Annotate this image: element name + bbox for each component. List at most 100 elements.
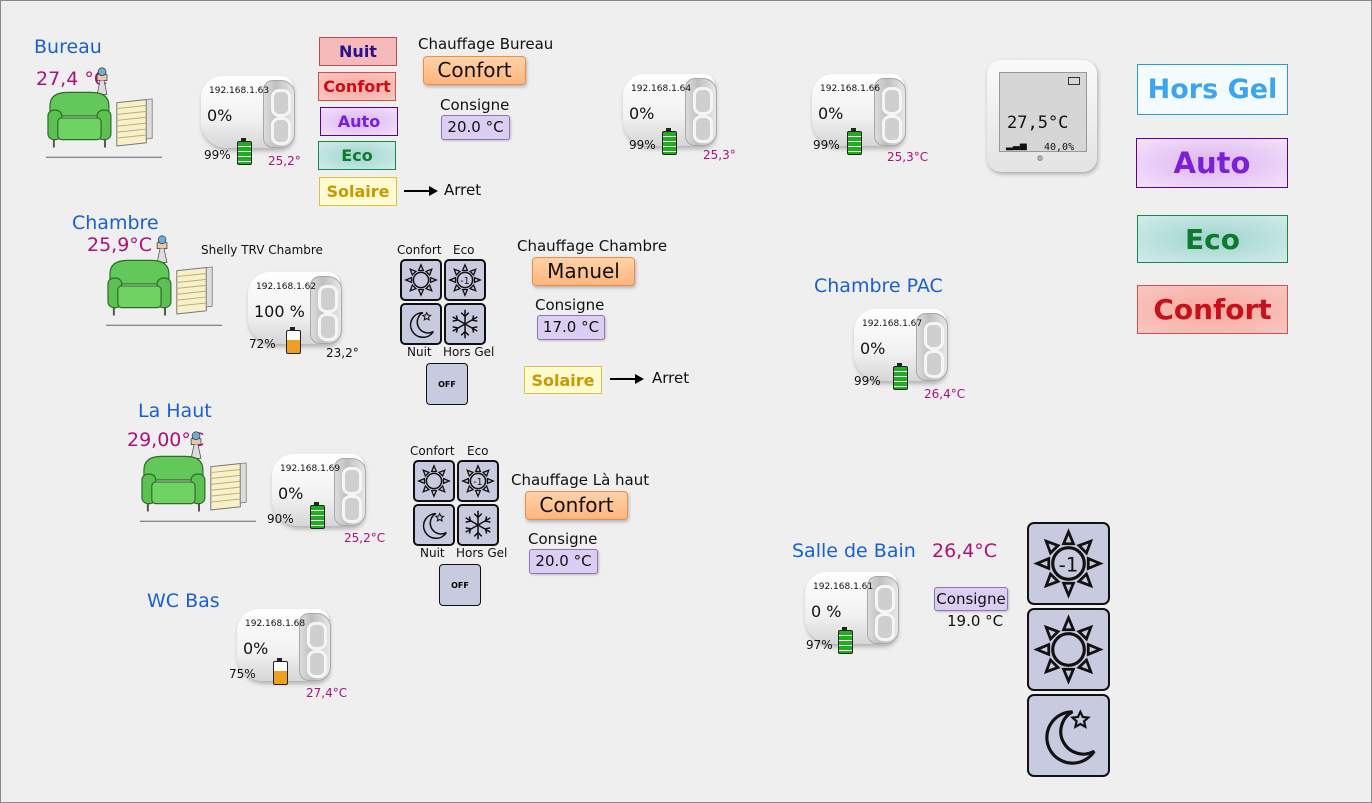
eco-sun-minus-one-button[interactable] bbox=[444, 259, 486, 301]
device-name: Shelly TRV Chambre bbox=[201, 243, 323, 257]
battery-icon bbox=[273, 658, 288, 685]
trv-valve-percent: 0% bbox=[629, 104, 655, 123]
snowflake-icon bbox=[446, 305, 484, 343]
trv-temperature: 25,2°C bbox=[344, 531, 386, 545]
trv-ip: 192.168.1.67 bbox=[862, 319, 923, 329]
mode-auto-button[interactable]: Auto bbox=[320, 107, 398, 136]
consigne-value-bureau[interactable]: 20.0 °C bbox=[441, 115, 510, 140]
trv-66[interactable]: 192.168.1.66 0% bbox=[808, 70, 908, 152]
confort-sun-button[interactable] bbox=[1027, 608, 1110, 691]
nuit-moon-button[interactable] bbox=[400, 303, 442, 345]
heating-mode-bureau[interactable]: Confort bbox=[423, 56, 526, 85]
trv-chambre-pac[interactable]: 192.168.1.67 0% bbox=[850, 305, 950, 387]
trv-temperature: 23,2° bbox=[326, 346, 359, 360]
trv-ip: 192.168.1.66 bbox=[820, 84, 881, 94]
battery-icon bbox=[847, 128, 862, 155]
icon-label-confort: Confort bbox=[410, 444, 455, 458]
consigne-value-chambre[interactable]: 17.0 °C bbox=[537, 315, 605, 340]
mode-confort-button[interactable]: Confort bbox=[318, 72, 396, 101]
trv-ip: 192.168.1.63 bbox=[209, 86, 270, 96]
battery-icon bbox=[893, 363, 908, 390]
trv-temperature: 25,3°C bbox=[887, 150, 929, 164]
trv-valve-percent: 0% bbox=[243, 639, 269, 658]
trv-bureau[interactable]: 192.168.1.63 0% bbox=[197, 72, 297, 154]
battery-percent: 75% bbox=[229, 667, 256, 681]
mode-solaire-button[interactable]: Solaire bbox=[319, 177, 397, 206]
signal-icon: ▂▃▅ bbox=[1006, 141, 1027, 151]
battery-icon bbox=[286, 327, 301, 354]
icon-label-nuit: Nuit bbox=[420, 546, 445, 560]
trv-valve-percent: 0% bbox=[818, 104, 844, 123]
battery-percent: 99% bbox=[204, 148, 231, 162]
moon-icon bbox=[402, 305, 440, 343]
bureau-temperature: 27,4 °C bbox=[36, 68, 108, 90]
nuit-moon-button[interactable] bbox=[1027, 694, 1110, 777]
trv-ip: 192.168.1.62 bbox=[256, 282, 317, 292]
icon-label-hors-gel: Hors Gel bbox=[443, 345, 495, 359]
mode-hors-gel-button[interactable]: Hors Gel bbox=[1137, 64, 1288, 115]
chambre-temperature: 25,9°C bbox=[87, 234, 153, 256]
heating-mode-chambre[interactable]: Manuel bbox=[532, 257, 635, 286]
mode-auto-button[interactable]: Auto bbox=[1136, 138, 1288, 188]
snowflake-icon bbox=[459, 506, 497, 544]
room-title-chambre: Chambre bbox=[72, 212, 159, 234]
nuit-moon-button[interactable] bbox=[413, 504, 455, 546]
sun-icon bbox=[1029, 610, 1108, 689]
consigne-button-salle-de-bain[interactable]: Consigne bbox=[934, 587, 1008, 611]
heating-mode-la-haut[interactable]: Confort bbox=[525, 491, 628, 520]
icon-label-eco: Eco bbox=[467, 444, 489, 458]
heating-label-la-haut: Chauffage Là haut bbox=[511, 471, 650, 489]
room-title-chambre-pac: Chambre PAC bbox=[814, 275, 943, 297]
icon-label-hors-gel: Hors Gel bbox=[456, 546, 508, 560]
arrow-right-icon bbox=[404, 186, 438, 196]
bureau-armchair-radiator-illustration bbox=[46, 66, 164, 166]
trv-temperature: 27,4°C bbox=[306, 686, 348, 700]
battery-icon bbox=[662, 128, 677, 155]
sensor-temperature: 27,5°C bbox=[1007, 113, 1069, 133]
hors-gel-snowflake-button[interactable] bbox=[444, 303, 486, 345]
heating-label-bureau: Chauffage Bureau bbox=[418, 35, 554, 53]
trv-valve-percent: 0% bbox=[207, 106, 233, 125]
trv-temperature: 25,2° bbox=[268, 154, 301, 168]
battery-icon bbox=[1068, 77, 1080, 85]
salle-de-bain-temperature: 26,4°C bbox=[932, 540, 998, 562]
icon-label-confort: Confort bbox=[397, 243, 442, 257]
consigne-label: Consigne bbox=[535, 296, 605, 314]
confort-sun-button[interactable] bbox=[413, 460, 455, 502]
battery-percent: 90% bbox=[267, 512, 294, 526]
trv-wc-bas[interactable]: 192.168.1.68 0% bbox=[233, 605, 333, 687]
trv-valve-percent: 0 % bbox=[811, 602, 842, 621]
battery-icon bbox=[838, 627, 853, 654]
hors-gel-snowflake-button[interactable] bbox=[457, 504, 499, 546]
mode-nuit-button[interactable]: Nuit bbox=[319, 37, 397, 66]
mode-eco-button[interactable]: Eco bbox=[1137, 215, 1288, 263]
consigne-value-la-haut[interactable]: 20.0 °C bbox=[529, 549, 598, 574]
battery-percent: 97% bbox=[806, 638, 833, 652]
trv-valve-percent: 0% bbox=[278, 484, 304, 503]
consigne-label: Consigne bbox=[528, 530, 598, 548]
temperature-sensor[interactable]: 27,5°C ▂▃▅ 40,0% ◍ bbox=[987, 60, 1097, 172]
icon-label-nuit: Nuit bbox=[407, 345, 432, 359]
la-haut-armchair-radiator-illustration bbox=[140, 430, 258, 530]
solaire-status: Arret bbox=[652, 369, 690, 387]
battery-percent: 99% bbox=[854, 374, 881, 388]
icon-label-eco: Eco bbox=[453, 243, 475, 257]
mode-solaire-button[interactable]: Solaire bbox=[524, 366, 602, 394]
trv-temperature: 26,4°C bbox=[924, 387, 966, 401]
confort-sun-button[interactable] bbox=[400, 259, 442, 301]
off-button[interactable]: OFF bbox=[439, 564, 481, 606]
off-button[interactable]: OFF bbox=[426, 363, 468, 405]
eco-sun-minus-one-button[interactable] bbox=[457, 460, 499, 502]
mode-confort-button[interactable]: Confort bbox=[1137, 285, 1288, 334]
battery-percent: 99% bbox=[629, 138, 656, 152]
eco-sun-minus-one-button[interactable] bbox=[1027, 522, 1110, 605]
trv-ip: 192.168.1.61 bbox=[813, 582, 874, 592]
consigne-label: Consigne bbox=[440, 96, 510, 114]
chambre-armchair-radiator-illustration bbox=[106, 234, 224, 334]
room-title-salle-de-bain: Salle de Bain bbox=[792, 540, 916, 562]
moon-icon bbox=[415, 506, 453, 544]
trv-temperature: 25,3° bbox=[703, 148, 736, 162]
battery-icon bbox=[237, 138, 252, 165]
room-title-wc-bas: WC Bas bbox=[147, 590, 220, 612]
mode-eco-button[interactable]: Eco bbox=[318, 141, 396, 170]
